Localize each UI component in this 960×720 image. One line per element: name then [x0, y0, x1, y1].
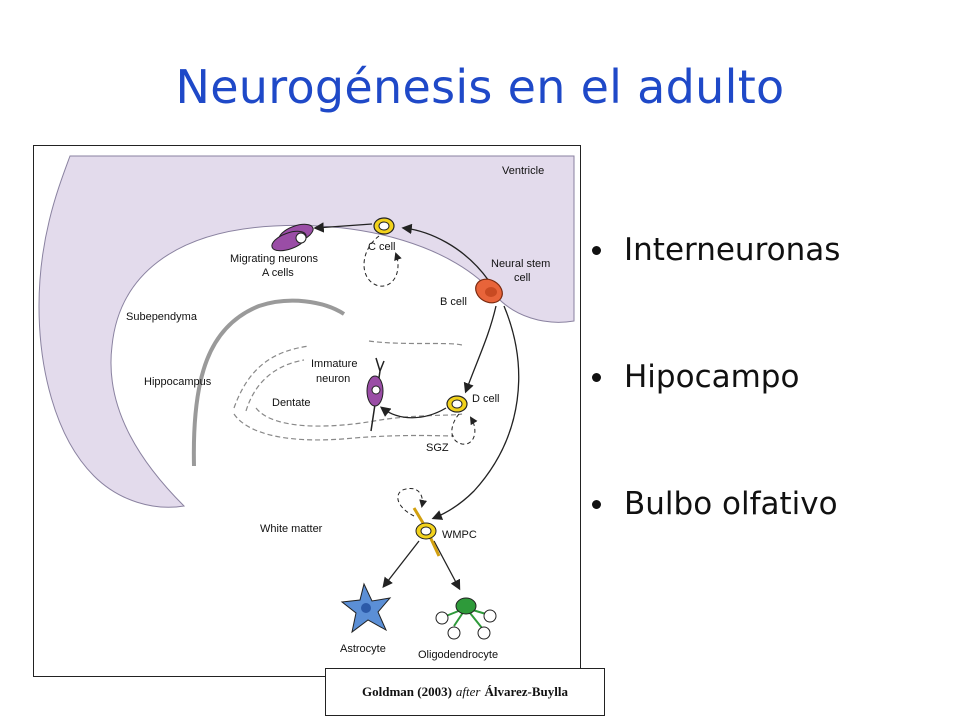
arrow-b-to-d	[463, 305, 497, 394]
astrocyte-nucleus	[361, 603, 371, 613]
label-subependyma: Subependyma	[126, 311, 198, 323]
arrow-d-to-immature	[379, 406, 447, 419]
citation-author: Goldman (2003)	[361, 684, 452, 699]
immature-neuron	[366, 357, 385, 432]
slide-title: Neurogénesis en el adulto	[175, 60, 785, 114]
label-c-cell: C cell	[368, 241, 396, 253]
diagram-svg: Ventricle Migrating neurons A cells C ce…	[38, 155, 575, 661]
label-neural-stem-1: Neural stem	[491, 258, 550, 270]
ventricle-region	[38, 155, 575, 508]
oligodendrocyte-cell	[435, 597, 497, 640]
citation-box: Goldman (2003) after Álvarez-Buylla	[325, 668, 605, 716]
dentate-curve-lower	[233, 413, 455, 441]
dentate-curve-outer	[233, 340, 465, 409]
bullet-text: Bulbo olfativo	[624, 486, 838, 522]
label-migrating-2: A cells	[262, 267, 294, 279]
bullet-list: Interneuronas Hipocampo Bulbo olfativo	[590, 225, 840, 606]
citation-source: Álvarez-Buylla	[484, 684, 568, 699]
migrating-neurons	[271, 223, 314, 252]
arrow-wmpc-to-astrocyte	[382, 540, 420, 589]
label-immature-1: Immature	[311, 358, 357, 370]
label-astrocyte: Astrocyte	[340, 643, 386, 655]
bullet-item: Bulbo olfativo	[590, 479, 840, 606]
bullet-item: Hipocampo	[590, 352, 840, 479]
arrow-c-to-migrating	[313, 222, 373, 233]
label-wmpc: WMPC	[442, 529, 477, 541]
dentate-curve-mid	[245, 359, 305, 412]
arrow-wmpc-to-oligo	[433, 540, 461, 591]
wmpc-cell	[412, 507, 441, 557]
neurogenesis-diagram: Ventricle Migrating neurons A cells C ce…	[33, 145, 581, 677]
label-b-cell: B cell	[440, 296, 467, 308]
label-hippocampus: Hippocampus	[144, 376, 212, 388]
citation-connector: after	[455, 684, 481, 699]
label-migrating-1: Migrating neurons	[230, 253, 319, 265]
label-white-matter: White matter	[260, 523, 323, 535]
dentate-curve-inner	[255, 407, 463, 427]
bullet-text: Interneuronas	[624, 232, 841, 268]
neural-stem-nucleus	[485, 287, 497, 297]
bullet-item: Interneuronas	[590, 225, 840, 352]
label-dentate: Dentate	[272, 397, 311, 409]
d-cell-nucleus	[451, 399, 463, 409]
arrow-b-to-wmpc	[431, 305, 520, 520]
d-cell-renewal-loop	[451, 413, 478, 445]
arrow-b-to-c	[401, 223, 490, 282]
label-oligodendrocyte: Oligodendrocyte	[418, 649, 498, 661]
bullet-dot-icon	[592, 373, 601, 382]
label-sgz: SGZ	[426, 442, 449, 454]
bullet-text: Hipocampo	[624, 359, 800, 395]
subependyma-line	[191, 298, 346, 467]
label-neural-stem-2: cell	[514, 272, 531, 284]
label-immature-2: neuron	[316, 373, 350, 385]
wmpc-renewal-loop	[397, 487, 428, 517]
c-cell-nucleus	[378, 221, 390, 231]
label-ventricle: Ventricle	[502, 165, 544, 177]
label-d-cell: D cell	[472, 393, 500, 405]
bullet-dot-icon	[592, 246, 601, 255]
bullet-dot-icon	[592, 500, 601, 509]
